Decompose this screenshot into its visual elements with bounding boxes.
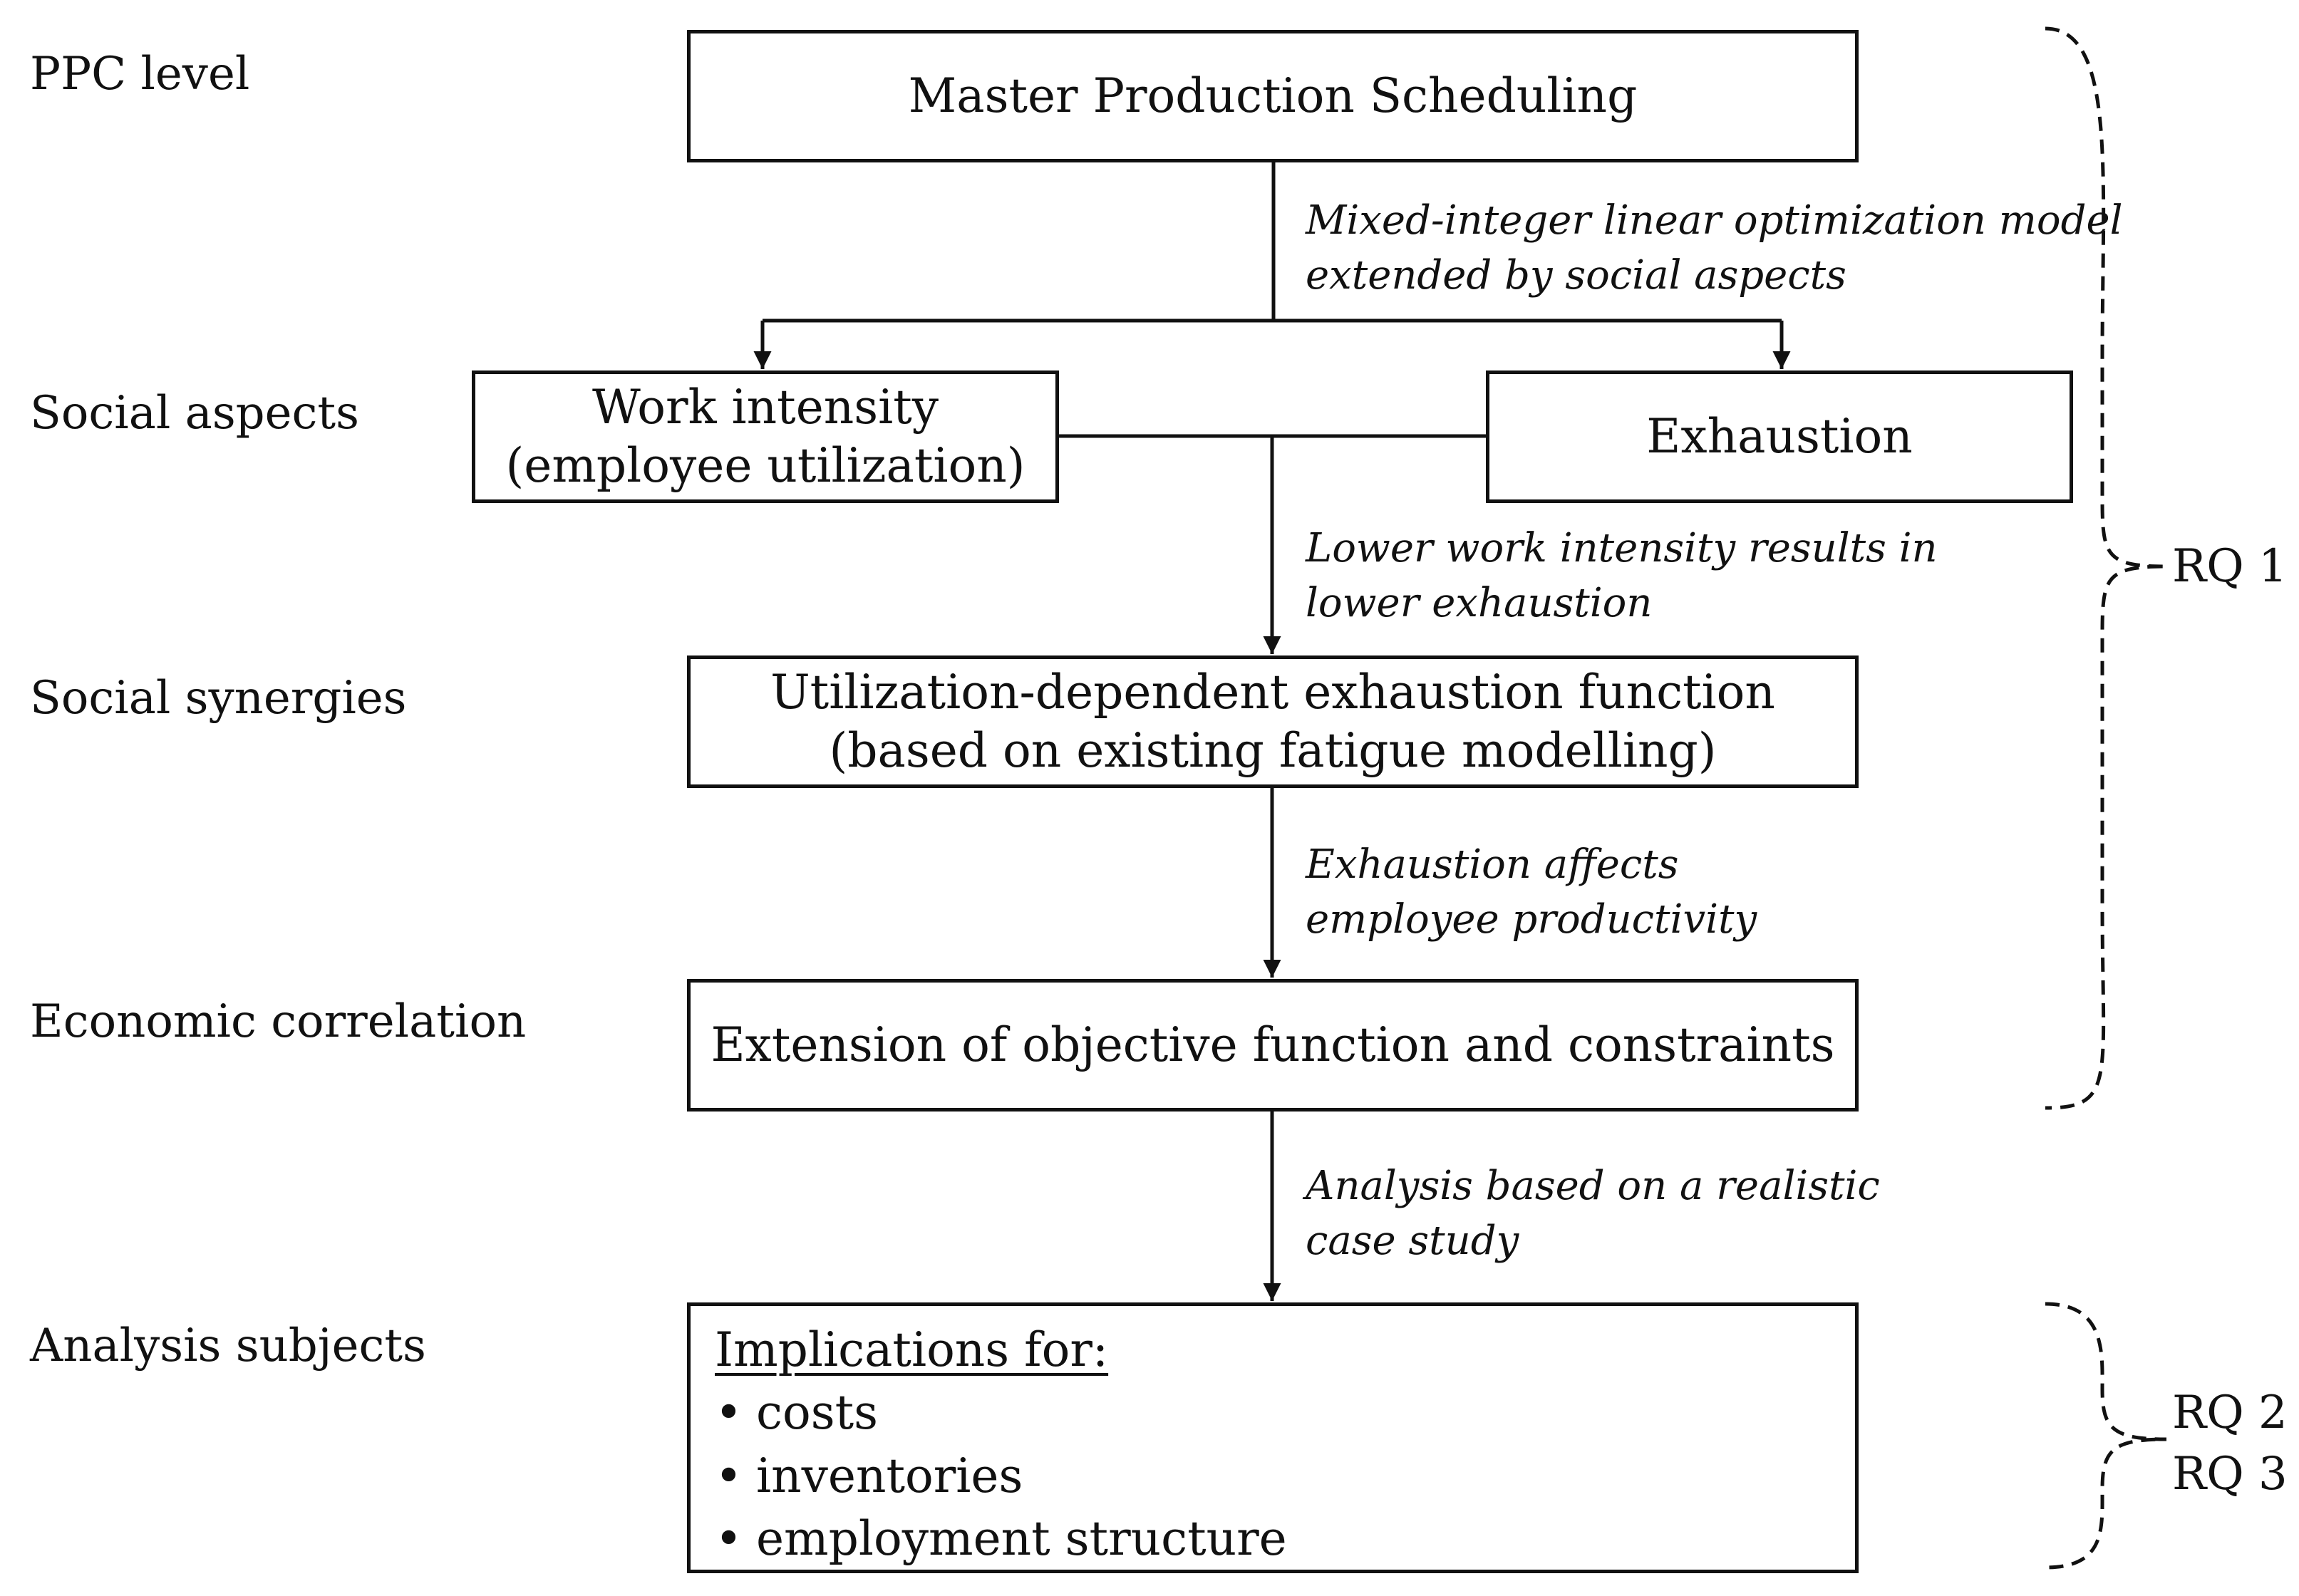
box-work-intensity-line-1: Work intensity: [591, 379, 939, 435]
box-exhaustion: Exhaustion: [1486, 370, 2073, 503]
curly-brace-rq2-rq3: [2045, 1302, 2167, 1570]
rq1-label: RQ 1: [2172, 540, 2288, 593]
row-label-economic-correlation: Economic correlation: [30, 995, 527, 1048]
box-extension: Extension of objective function and cons…: [687, 979, 1859, 1112]
box-work-intensity-line-2: (employee utilization): [505, 438, 1025, 493]
edge-note-exhaustion-affects: Exhaustion affects employee productivity: [1306, 838, 1757, 947]
edge-note-milp-line-2: extended by social aspects: [1306, 252, 1846, 299]
box-exhaustion-function-line-1: Utilization-dependent exhaustion functio…: [770, 664, 1775, 720]
implications-list: costs inventories employment structure: [715, 1382, 1287, 1570]
edge-note-exhaustion-affects-line-2: employee productivity: [1306, 896, 1757, 943]
edge-note-exhaustion-affects-line-1: Exhaustion affects: [1306, 841, 1679, 888]
box-exhaustion-function-line-2: (based on existing fatigue modelling): [829, 723, 1717, 778]
row-label-social-synergies: Social synergies: [30, 672, 407, 725]
edge-note-analysis-case-line-2: case study: [1306, 1217, 1519, 1264]
edge-note-lower-work: Lower work intensity results in lower ex…: [1306, 522, 1938, 631]
edge-note-milp: Mixed-integer linear optimization model …: [1306, 194, 2123, 303]
edge-note-analysis-case: Analysis based on a realistic case study: [1306, 1159, 1880, 1268]
edge-note-lower-work-line-2: lower exhaustion: [1306, 579, 1653, 626]
box-master-production-text: Master Production Scheduling: [908, 68, 1638, 123]
rq2-label: RQ 2: [2172, 1387, 2288, 1439]
row-label-social-aspects: Social aspects: [30, 387, 359, 440]
implications-item-costs: costs: [715, 1382, 1287, 1444]
implications-item-inventories: inventories: [715, 1445, 1287, 1508]
box-exhaustion-function: Utilization-dependent exhaustion functio…: [687, 656, 1859, 788]
rq-label-group-2: RQ 2 RQ 3: [2172, 1382, 2288, 1506]
implications-title: Implications for:: [715, 1322, 1109, 1377]
implications-item-employment-structure: employment structure: [715, 1508, 1287, 1570]
box-master-production-scheduling: Master Production Scheduling: [687, 30, 1859, 162]
rq-label-group-1: RQ 1: [2172, 536, 2288, 597]
box-work-intensity: Work intensity (employee utilization): [472, 370, 1059, 503]
box-implications: Implications for: costs inventories empl…: [687, 1302, 1859, 1573]
edge-note-lower-work-line-1: Lower work intensity results in: [1306, 525, 1938, 571]
row-label-analysis-subjects: Analysis subjects: [30, 1320, 426, 1372]
row-label-ppc-level: PPC level: [30, 48, 250, 100]
box-exhaustion-text: Exhaustion: [1646, 408, 1913, 464]
box-extension-text: Extension of objective function and cons…: [711, 1017, 1835, 1072]
rq3-label: RQ 3: [2172, 1448, 2288, 1501]
edge-note-analysis-case-line-1: Analysis based on a realistic: [1306, 1163, 1880, 1209]
curly-brace-rq1: [2045, 26, 2167, 1110]
edge-note-milp-line-1: Mixed-integer linear optimization model: [1306, 197, 2123, 244]
